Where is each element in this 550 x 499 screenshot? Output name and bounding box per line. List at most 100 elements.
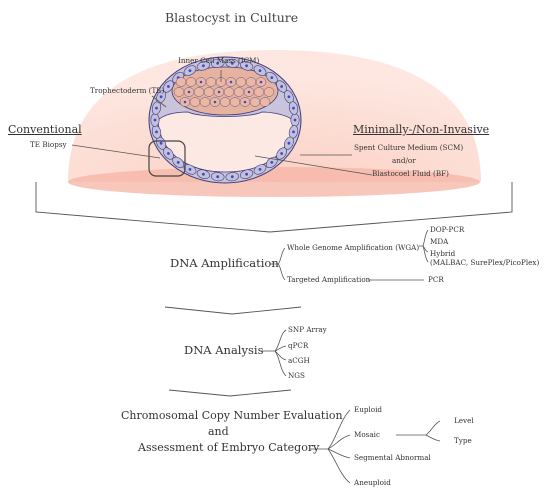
dna-amplification-heading: DNA Amplification — [170, 256, 279, 270]
icm-cell — [245, 77, 257, 87]
andor-label: and/or — [392, 156, 416, 165]
wga-method-hybrid-detail: (MALBAC, SurePlex/PicoPlex) — [430, 258, 540, 267]
category-segmental-abnormal: Segmental Abnormal — [354, 453, 431, 462]
cell-nucleus — [155, 130, 158, 134]
analysis-branches — [262, 329, 287, 377]
cell-nucleus — [292, 130, 295, 134]
cell-nucleus — [187, 90, 191, 94]
icm-cell — [203, 87, 215, 97]
cell-nucleus — [280, 85, 283, 88]
bf-leader — [254, 155, 373, 176]
icm-cell — [205, 77, 217, 87]
cell-nucleus — [229, 80, 233, 84]
cell-nucleus — [216, 175, 220, 179]
bf-label: Blastocoel Fluid (BF) — [372, 169, 449, 178]
cell-nucleus — [202, 64, 205, 68]
cell-nucleus — [217, 90, 221, 94]
cell-nucleus — [247, 90, 251, 94]
cell-nucleus — [287, 95, 291, 99]
cell-nucleus — [270, 76, 274, 79]
separator-2 — [168, 389, 292, 397]
cell-nucleus — [188, 69, 192, 72]
cell-nucleus — [293, 118, 297, 122]
cell-nucleus — [188, 168, 192, 171]
icm-cell — [185, 77, 197, 87]
icm-cell — [199, 97, 211, 107]
cell-nucleus — [202, 172, 205, 176]
amp-brace — [270, 247, 286, 281]
cell-nucleus — [159, 95, 163, 99]
mosaic-level: Level — [454, 416, 474, 425]
analysis-qpcr: qPCR — [288, 341, 309, 350]
evaluation-heading-line-3: Assessment of Embryo Category — [138, 441, 320, 454]
wga-method-hybrid: Hybrid — [430, 249, 456, 258]
te-label: Trophectoderm (TE) — [90, 86, 165, 95]
convergence-bracket — [35, 182, 513, 233]
cell-nucleus — [153, 118, 157, 122]
blastocyst — [148, 56, 302, 184]
cell-nucleus — [259, 80, 263, 84]
te-leader — [151, 95, 167, 108]
scm-label: Spent Culture Medium (SCM) — [354, 143, 464, 152]
dome-base — [68, 167, 480, 197]
wga-method-dop-pcr: DOP-PCR — [430, 225, 465, 234]
cell-nucleus — [216, 61, 220, 65]
targeted-label: Targeted Amplification — [287, 275, 371, 284]
icm-cell — [259, 97, 271, 107]
cell-nucleus — [245, 172, 249, 176]
icm-cells — [173, 77, 275, 107]
cell-nucleus — [176, 161, 180, 164]
cell-nucleus — [230, 175, 234, 179]
icm-cell — [229, 97, 241, 107]
cell-nucleus — [270, 161, 274, 164]
icm-cell — [223, 87, 235, 97]
noninvasive-heading: Minimally-/Non-Invasive — [353, 123, 490, 136]
icm-label: Inner Cell Mass (ICM) — [178, 56, 260, 65]
biopsy-box — [148, 140, 186, 177]
evaluation-heading-line-2: and — [208, 425, 229, 438]
cell-nucleus — [292, 106, 295, 110]
cell-nucleus — [258, 168, 262, 171]
cell-nucleus — [243, 100, 247, 104]
icm-cell — [175, 77, 187, 87]
conventional-heading: Conventional — [8, 123, 82, 136]
targeted-method-pcr: PCR — [428, 275, 444, 284]
analysis-acgh: aCGH — [288, 356, 310, 365]
cell-nucleus — [159, 141, 163, 145]
cell-nucleus — [183, 100, 187, 104]
trophectoderm-cells — [150, 58, 300, 182]
analysis-snp-array: SNP Array — [288, 325, 327, 334]
mosaic-type: Type — [454, 436, 472, 445]
evaluation-heading-line-1: Chromosomal Copy Number Evaluation — [121, 409, 343, 422]
icm-cell — [189, 97, 201, 107]
icm-cell — [263, 87, 275, 97]
icm-cell — [249, 97, 261, 107]
dna-analysis-heading: DNA Analysis — [184, 343, 264, 357]
cell-nucleus — [280, 152, 283, 155]
diagram-title: Blastocyst in Culture — [165, 10, 299, 25]
wga-brace — [419, 229, 429, 263]
cell-nucleus — [199, 80, 203, 84]
cell-nucleus — [167, 152, 170, 155]
cell-nucleus — [287, 141, 291, 145]
category-aneuploid: Aneuploid — [354, 478, 391, 487]
evaluation-branches — [310, 409, 441, 484]
separator-1 — [164, 306, 302, 315]
cell-nucleus — [230, 61, 234, 65]
icm-cell — [233, 87, 245, 97]
wga-label: Whole Genome Amplification (WGA) — [287, 243, 420, 252]
icm-cell — [219, 97, 231, 107]
icm-cell — [253, 87, 265, 97]
cell-nucleus — [245, 64, 249, 68]
cell-nucleus — [213, 100, 217, 104]
te-biopsy-label: TE Biopsy — [30, 140, 67, 149]
wga-method-mda: MDA — [430, 237, 449, 246]
category-mosaic: Mosaic — [354, 430, 380, 439]
te-biopsy-leader — [71, 144, 161, 159]
cell-nucleus — [167, 85, 170, 88]
analysis-ngs: NGS — [288, 371, 305, 380]
cell-nucleus — [155, 106, 158, 110]
category-euploid: Euploid — [354, 405, 383, 414]
cell-nucleus — [258, 69, 262, 72]
